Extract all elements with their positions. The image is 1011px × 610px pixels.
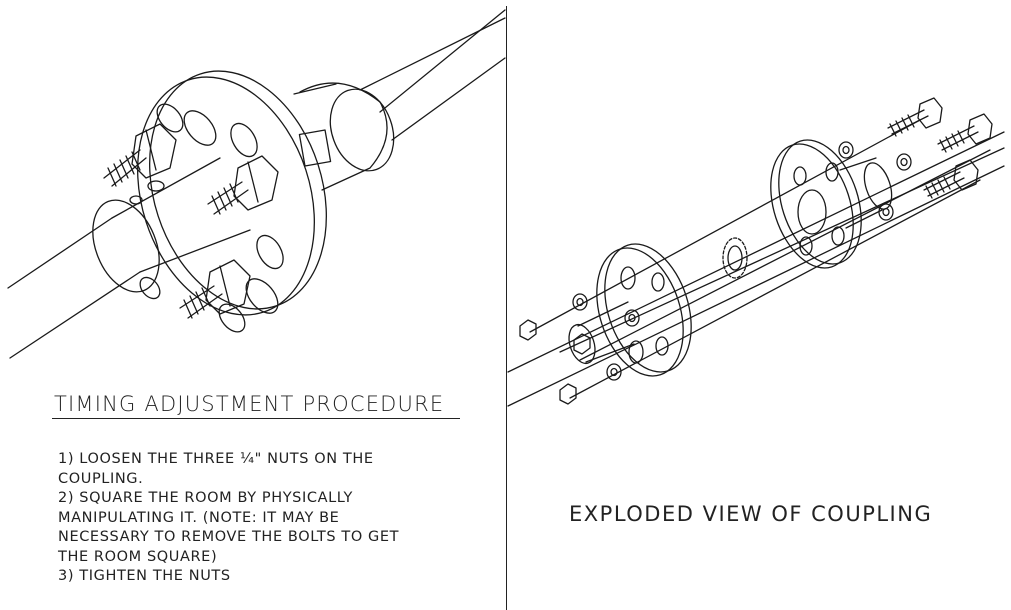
step-line: 2) SQUARE THE ROOM BY PHYSICALLY xyxy=(58,490,353,506)
step-line: MANIPULATING IT. (NOTE: IT MAY BE xyxy=(58,509,340,526)
step-line: NECESSARY TO REMOVE THE BOLTS TO GET xyxy=(58,529,400,545)
step-line: COUPLING. xyxy=(58,470,144,487)
step-line: 3) TIGHTEN THE NUTS xyxy=(58,568,231,584)
procedure-title: TIMING ADJUSTMENT PROCEDURE xyxy=(54,392,445,416)
procedure-title-underline xyxy=(52,418,460,419)
procedure-steps: 1) LOOSEN THE THREE ¼" NUTS ON THE COUPL… xyxy=(58,450,399,587)
assembled-coupling-drawing xyxy=(7,9,506,359)
exploded-view-title: EXPLODED VIEW OF COUPLING xyxy=(569,502,933,526)
step-line: THE ROOM SQUARE) xyxy=(58,548,218,565)
panel-divider xyxy=(506,6,507,610)
exploded-coupling-drawing xyxy=(507,97,1005,407)
step-line: 1) LOOSEN THE THREE ¼" NUTS ON THE xyxy=(58,451,374,467)
